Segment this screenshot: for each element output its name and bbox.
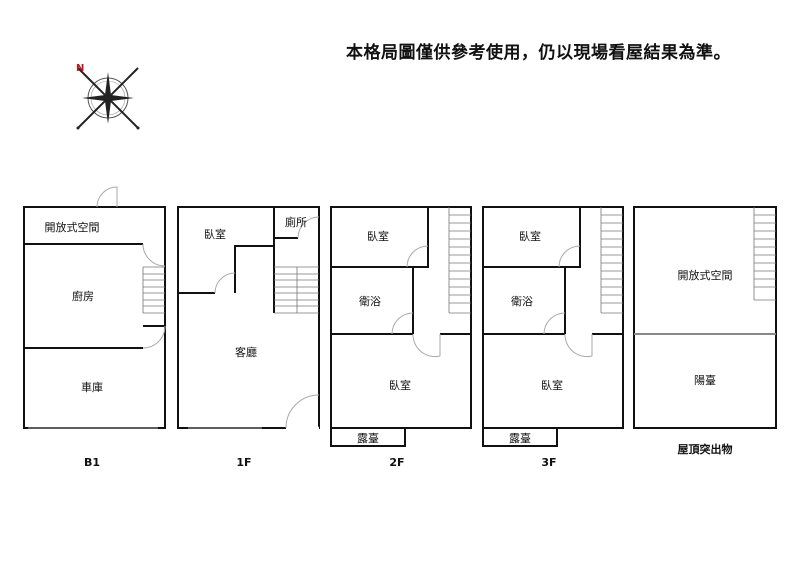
room-label: 露臺 bbox=[509, 431, 531, 445]
room-label: 開放式空間 bbox=[45, 220, 100, 234]
room-label: 臥室 bbox=[541, 378, 563, 392]
floor-plan-3f: 臥室 衛浴 臥室 露臺 3F bbox=[482, 206, 624, 469]
floor-label: 2F bbox=[389, 456, 404, 469]
floor-plan-2f: 臥室 衛浴 臥室 露臺 2F bbox=[330, 206, 472, 469]
room-label: 衛浴 bbox=[359, 295, 381, 308]
room-label: 臥室 bbox=[389, 378, 411, 392]
room-label: 客廳 bbox=[235, 345, 257, 359]
floor-plan-roof: 開放式空間 陽臺 屋頂突出物 bbox=[633, 206, 777, 456]
disclaimer-text: 本格局圖僅供參考使用，仍以現場看屋結果為準。 bbox=[346, 43, 731, 63]
room-label: 臥室 bbox=[204, 227, 226, 241]
floor-label: B1 bbox=[84, 456, 100, 469]
room-label: 露臺 bbox=[357, 431, 379, 445]
room-label: 車庫 bbox=[81, 380, 103, 394]
room-label: 廁所 bbox=[285, 215, 307, 229]
floor-label: 屋頂突出物 bbox=[678, 442, 733, 456]
floor-plan-1f: 臥室 廁所 客廳 1F bbox=[177, 206, 320, 469]
room-label: 開放式空間 bbox=[678, 268, 733, 282]
room-label: 廚房 bbox=[72, 289, 94, 303]
room-label: 臥室 bbox=[367, 229, 389, 243]
floor-label: 1F bbox=[236, 456, 251, 469]
room-label: 臥室 bbox=[519, 229, 541, 243]
floor-label: 3F bbox=[541, 456, 556, 469]
room-label: 衛浴 bbox=[511, 295, 533, 308]
compass-north-label: N bbox=[76, 63, 84, 74]
compass-rose-icon: N bbox=[76, 63, 140, 130]
floor-plan-b1: 開放式空間 廚房 車庫 B1 bbox=[23, 186, 166, 469]
room-label: 陽臺 bbox=[694, 373, 716, 387]
